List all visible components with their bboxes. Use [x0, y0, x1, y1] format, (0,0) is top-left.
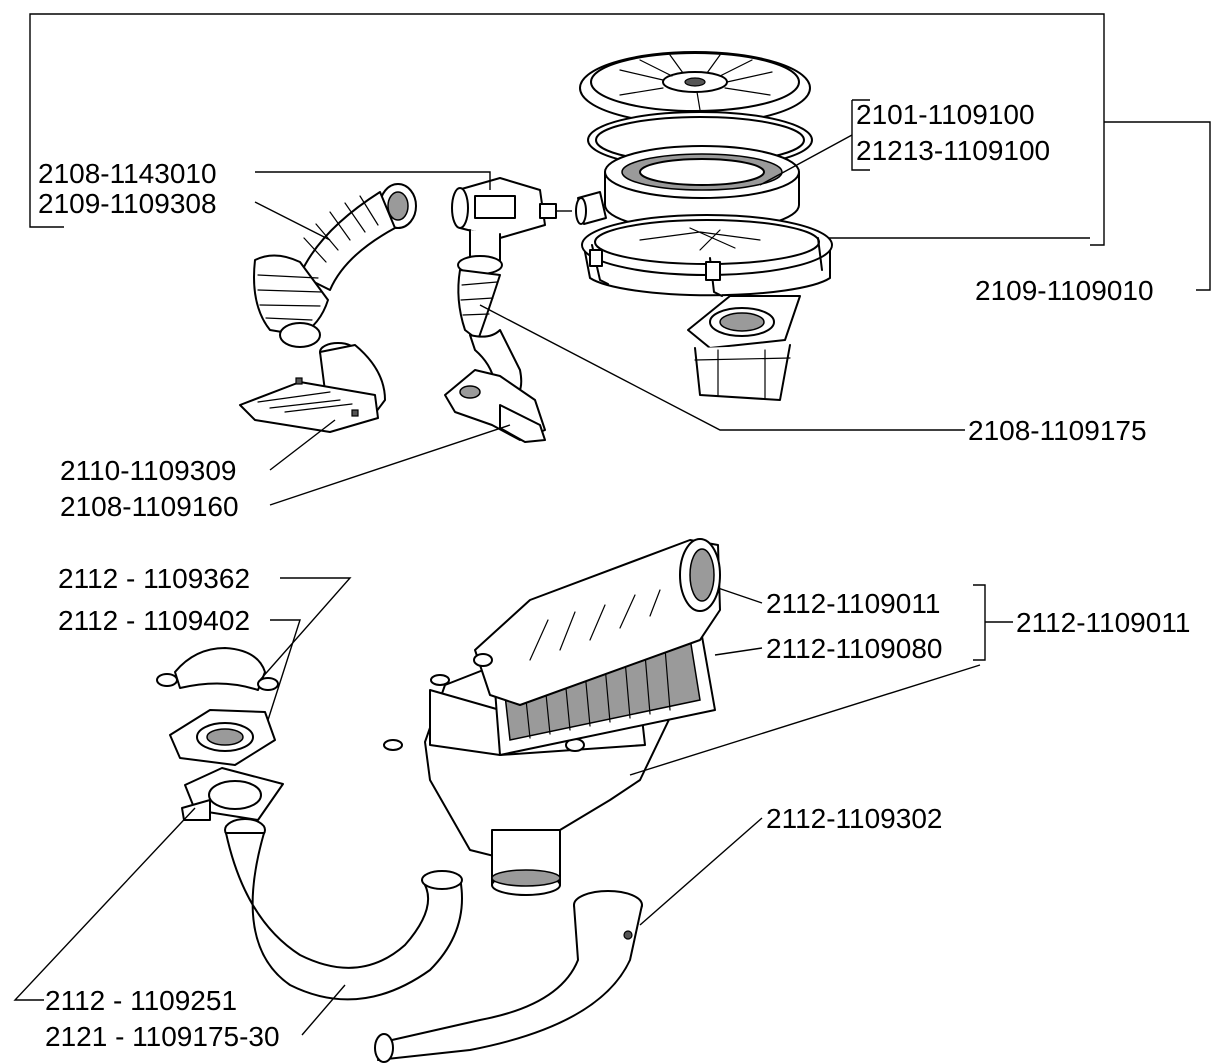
- corrugated-hose-2109-1109308: [253, 183, 417, 362]
- label-2108-1109160: 2108-1109160: [60, 491, 239, 522]
- round-air-filter-assembly: [575, 51, 833, 401]
- leader-lines: [13, 99, 1211, 1036]
- label-2112-1109402: 2112 - 1109402: [58, 605, 250, 636]
- label-2110-1109309: 2110-1109309: [60, 455, 236, 486]
- intake-duct-2110-1109309: [239, 344, 386, 433]
- label-2112-1109251: 2112 - 1109251: [45, 985, 237, 1016]
- label-2121-1109175-30: 2121 - 1109175-30: [45, 1021, 280, 1052]
- label-2112-1109302: 2112-1109302: [766, 803, 942, 834]
- label-2112-1109011-assembly: 2112-1109011: [1016, 607, 1190, 638]
- box-air-filter-2112-1109011: [383, 538, 721, 896]
- pipe-2121-1109175-30: [224, 818, 463, 1001]
- label-2109-1109010: 2109-1109010: [975, 275, 1154, 306]
- label-2112-1109011-cover: 2112-1109011: [766, 588, 940, 619]
- flange-2112-1109251: [181, 767, 284, 821]
- heat-shield-2112-1109362: [156, 647, 279, 691]
- label-2112-1109080: 2112-1109080: [766, 633, 942, 664]
- label-21213-1109100: 21213-1109100: [856, 135, 1050, 166]
- label-2109-1109308: 2109-1109308: [38, 188, 217, 219]
- thermo-valve: [451, 177, 572, 263]
- hose-2108-1109175: [444, 255, 546, 443]
- label-2108-1109175: 2108-1109175: [968, 415, 1147, 446]
- label-2108-1143010: 2108-1143010: [38, 158, 217, 189]
- part-labels: 2108-1143010 2109-1109308 2101-1109100 2…: [38, 99, 1190, 1052]
- gasket-2112-1109402: [169, 709, 276, 766]
- label-2112-1109362: 2112 - 1109362: [58, 563, 250, 594]
- top-assembly-bracket: [29, 13, 1105, 246]
- elbow-2112-1109302: [374, 890, 643, 1063]
- label-2101-1109100: 2101-1109100: [856, 99, 1035, 130]
